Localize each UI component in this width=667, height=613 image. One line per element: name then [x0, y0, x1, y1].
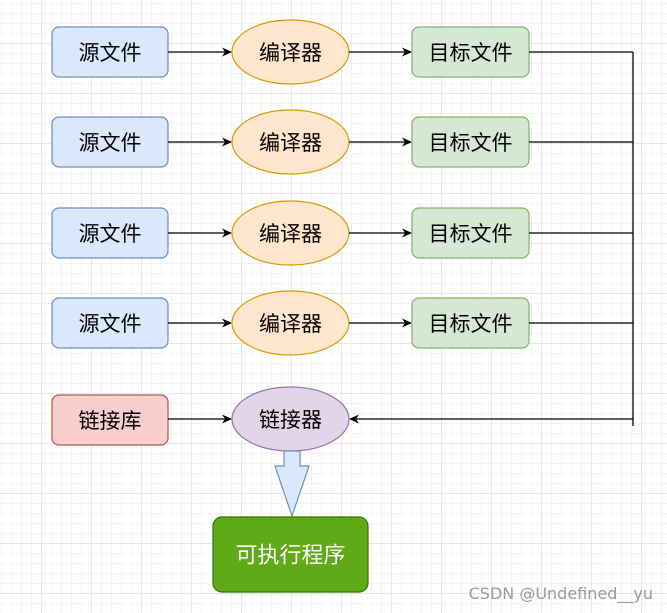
library-label: 链接库 [79, 409, 142, 433]
executable-label: 可执行程序 [235, 544, 345, 569]
linker-label: 链接器 [259, 408, 322, 432]
watermark-text: CSDN @Undefined__yu [468, 584, 653, 603]
linker-to-executable-arrow [274, 450, 310, 518]
compiler-label: 编译器 [259, 41, 322, 65]
source-file-label: 源文件 [79, 41, 142, 65]
source-file-label: 源文件 [79, 312, 142, 336]
compiler-label: 编译器 [259, 131, 322, 155]
source-file-label: 源文件 [79, 222, 142, 246]
target-file-label: 目标文件 [429, 41, 513, 65]
source-file-label: 源文件 [79, 131, 142, 155]
compiler-label: 编译器 [259, 312, 322, 336]
diagram-row: 源文件 编译器 目标文件 [51, 290, 633, 356]
target-file-label: 目标文件 [429, 222, 513, 246]
executable-node [212, 516, 369, 593]
diagram-row: 源文件 编译器 目标文件 [51, 109, 633, 175]
target-file-label: 目标文件 [429, 312, 513, 336]
diagram-row: 源文件 编译器 目标文件 [51, 19, 633, 85]
library-node [51, 394, 169, 446]
compiler-label: 编译器 [259, 222, 322, 246]
diagram-row: 源文件 编译器 目标文件 [51, 200, 633, 266]
target-file-label: 目标文件 [429, 131, 513, 155]
